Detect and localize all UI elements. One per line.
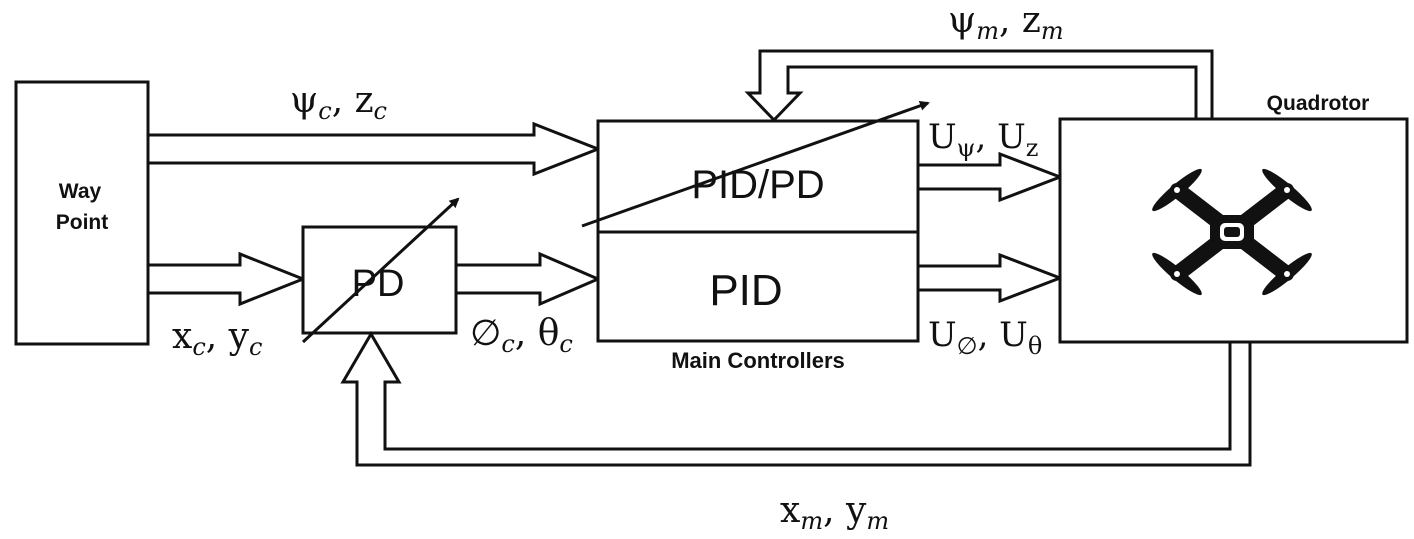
quadrotor-label: Quadrotor	[1267, 92, 1370, 115]
label-u-psi-u-z: Uψ, Uz	[928, 117, 1038, 162]
arrow-pd-to-pid	[454, 251, 602, 307]
pd-adaptive-arrow	[301, 197, 460, 344]
pidpd-adaptive-arrow	[581, 100, 930, 228]
main-controllers-caption: Main Controllers	[671, 348, 845, 373]
drone-icon	[1152, 168, 1312, 296]
label-psi-m-z-m: ψm, zm	[948, 0, 1064, 45]
waypoint-block	[14, 80, 150, 346]
arrow-pid-to-quadrotor	[916, 252, 1065, 304]
label-psi-c-z-c: ψc, zc	[290, 80, 387, 125]
feedback-arrow-bottom	[340, 331, 1252, 467]
pidpd-label: PID/PD	[691, 163, 824, 207]
waypoint-label-line2: Point	[56, 211, 109, 234]
arrow-pidpd-to-quadrotor	[916, 151, 1065, 203]
waypoint-label-line1: Way	[59, 180, 102, 203]
feedback-arrow-top	[744, 49, 1214, 123]
label-x-c-y-c: xc, yc	[172, 316, 262, 361]
pid-label: PID	[709, 266, 782, 315]
pd-block	[301, 225, 458, 335]
label-phi-c-theta-c: ∅c, θc	[470, 313, 573, 358]
pd-label: PD	[352, 263, 405, 305]
label-u-phi-u-theta: U∅, Uθ	[928, 315, 1042, 360]
arrow-waypoint-to-pd	[146, 251, 308, 307]
label-x-m-y-m: xm, ym	[780, 490, 889, 535]
arrow-waypoint-to-pidpd	[146, 121, 603, 177]
